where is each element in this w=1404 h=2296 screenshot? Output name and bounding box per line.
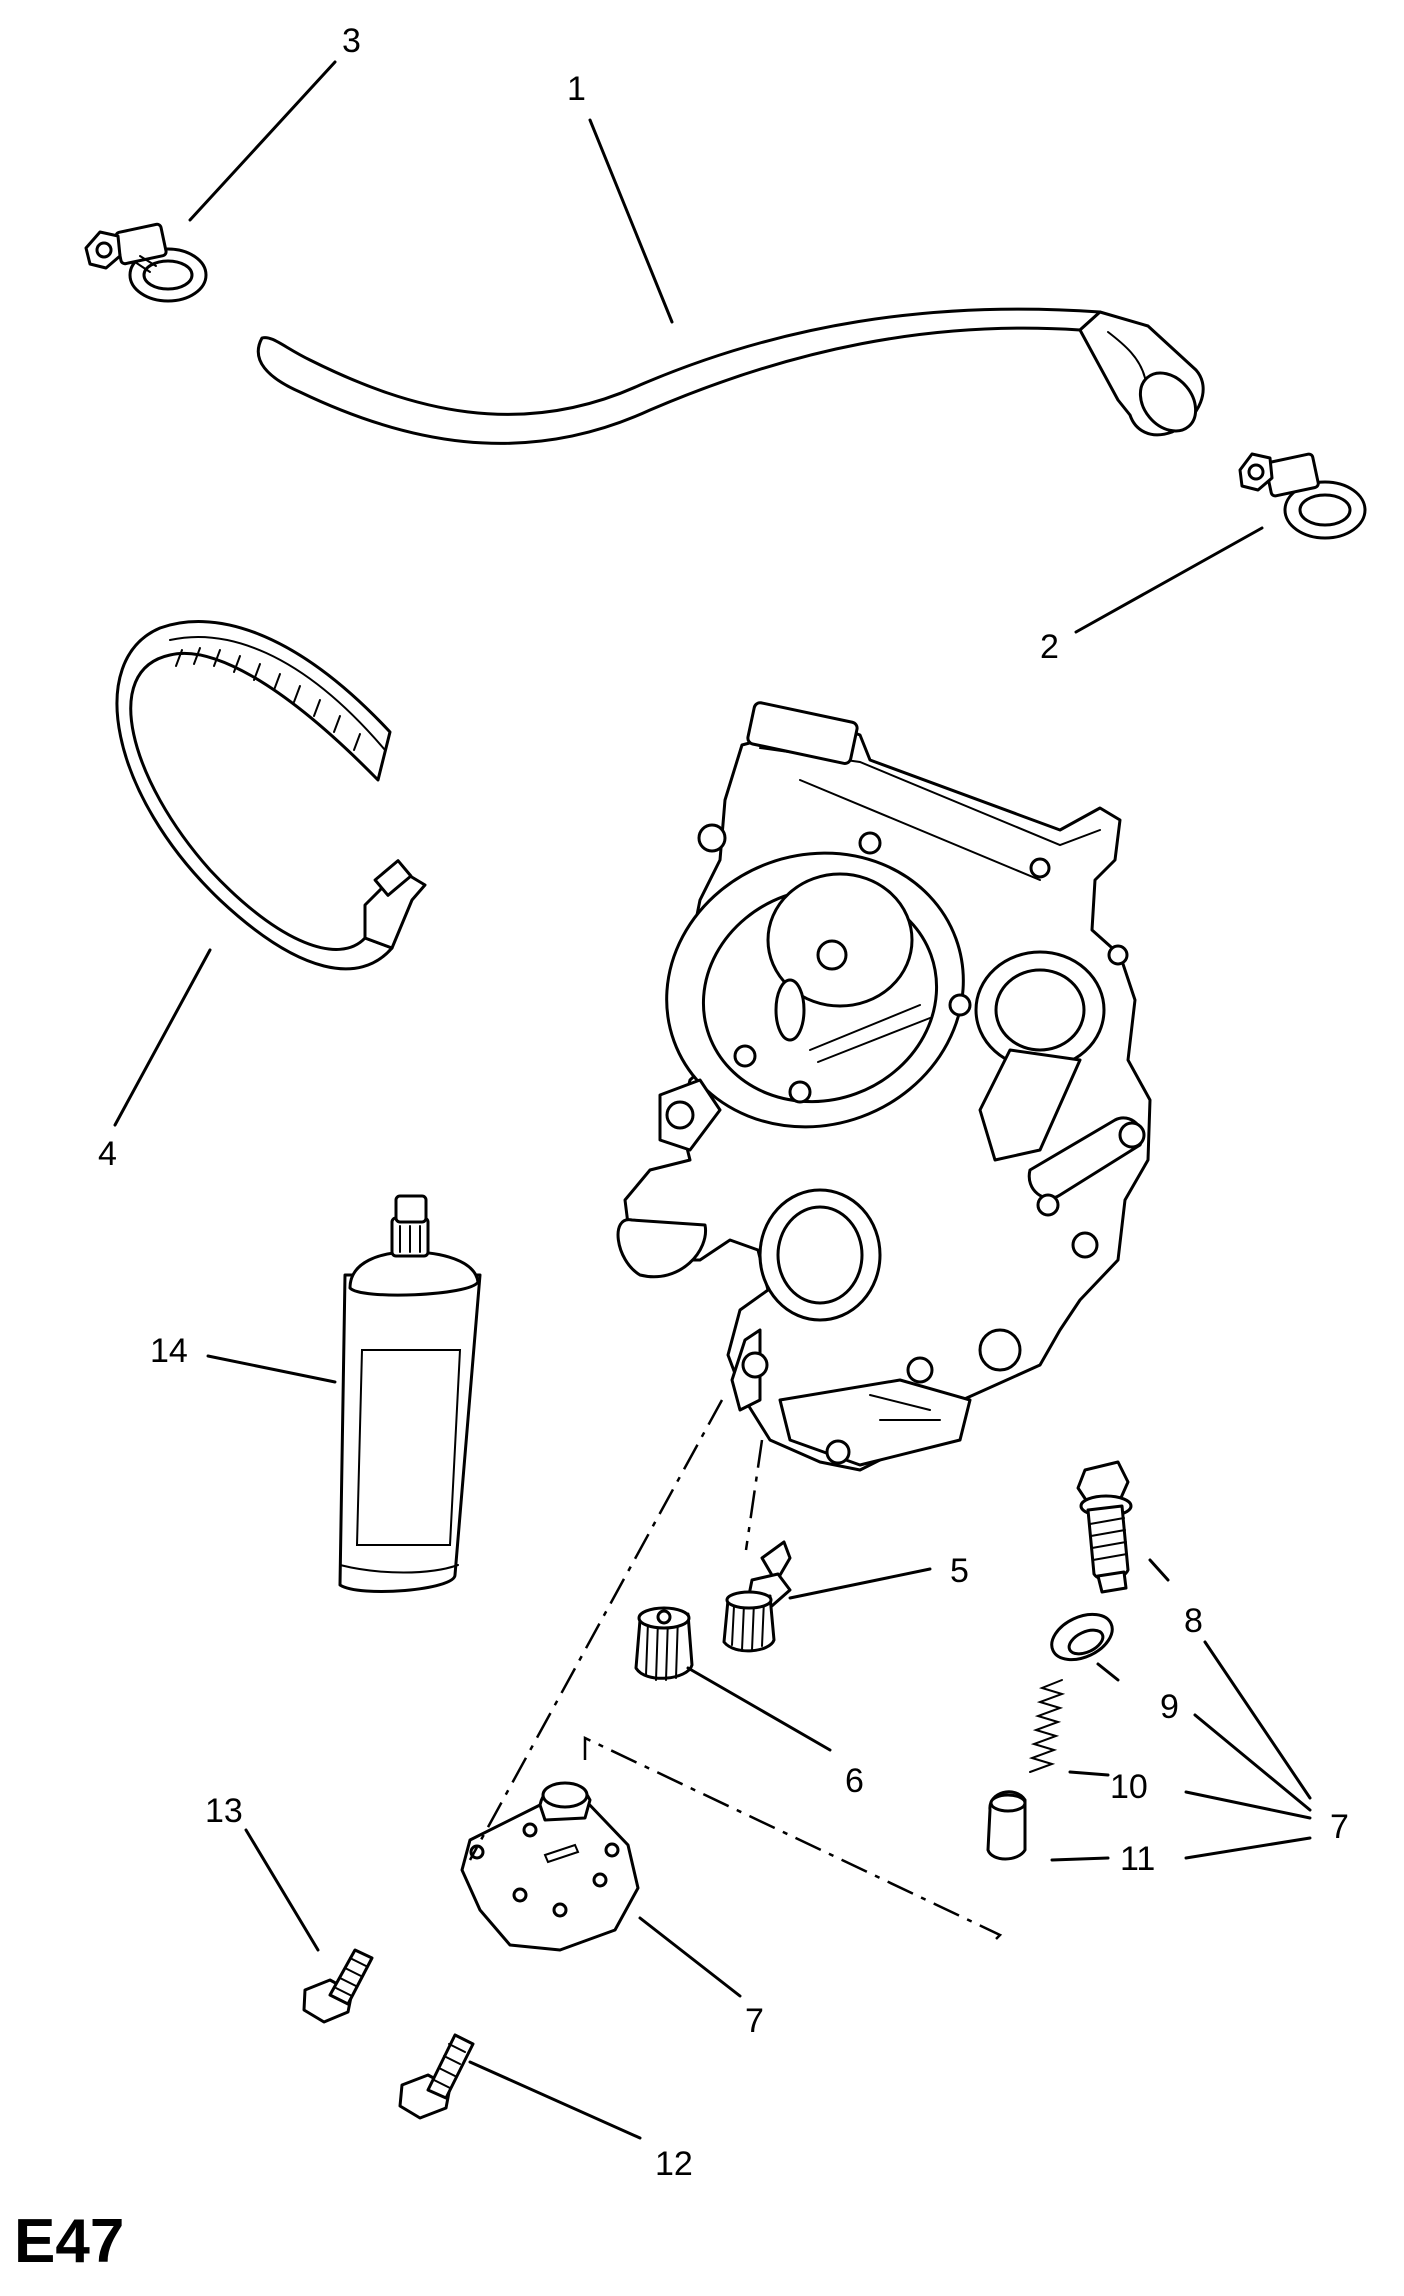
- callout-10: 10: [1110, 1768, 1148, 1806]
- valve-plunger-part-11: [986, 1790, 1027, 1861]
- callout-11: 11: [1120, 1840, 1155, 1878]
- front-cover-housing: [616, 701, 1152, 1472]
- hose-part-1: [256, 307, 1205, 445]
- callout-3: 3: [342, 22, 361, 60]
- plug-bolt-part-8: [1076, 1460, 1133, 1594]
- callout-1: 1: [567, 70, 586, 108]
- bolt-part-13: [302, 1948, 374, 2024]
- callout-5: 5: [950, 1552, 969, 1590]
- pump-cover-part-7: [460, 1781, 640, 1952]
- callout-13: 13: [205, 1792, 243, 1830]
- callout-6: 6: [845, 1762, 864, 1800]
- bolt-part-12: [398, 2033, 475, 2120]
- callout-9: 9: [1160, 1688, 1179, 1726]
- sealant-tube-part-14: [338, 1194, 482, 1594]
- callout-labels: 1 2 3 4 5 6 7 7 8 9 10 11 12 13 14: [98, 22, 1349, 2183]
- driven-gear-part-6: [634, 1606, 694, 1681]
- callout-7-cover: 7: [745, 2002, 764, 2040]
- spring-part-10: [1028, 1679, 1066, 1773]
- washer-part-9: [1050, 1612, 1114, 1662]
- callout-4: 4: [98, 1135, 117, 1173]
- callout-7-set: 7: [1330, 1808, 1349, 1846]
- drive-gear-part-5: [722, 1540, 792, 1653]
- assembly-centerlines: [468, 1399, 1003, 1946]
- callout-8: 8: [1184, 1602, 1203, 1640]
- band-clamp-part-4: [115, 620, 427, 971]
- diagram-code: E47: [14, 2207, 124, 2276]
- callout-12: 12: [655, 2145, 693, 2183]
- hose-clamp-part-2: [1238, 452, 1367, 540]
- leader-lines: [113, 60, 1312, 2140]
- callout-14: 14: [150, 1332, 188, 1370]
- hose-clamp-part-3: [84, 222, 208, 303]
- callout-2: 2: [1040, 628, 1059, 666]
